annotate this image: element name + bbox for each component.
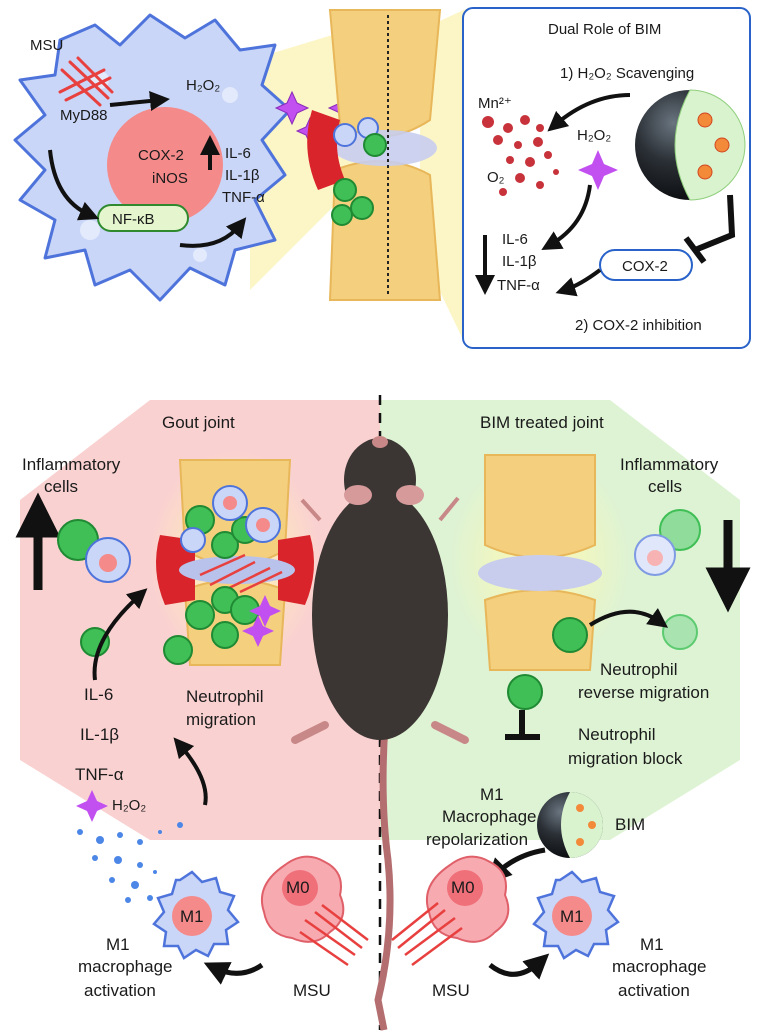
neutrophil-migration-label-1: Neutrophil [186,687,264,706]
left-il1b-label: IL-1β [80,725,119,744]
left-msu-label: MSU [293,981,331,1000]
right-activation-label-1: M1 [640,935,664,954]
right-activation-arrow [488,953,550,980]
reverse-neutrophil-faded [662,614,698,650]
left-il6-label: IL-6 [84,685,113,704]
treated-joint-illustration [450,450,630,671]
left-migrating-neutrophil [80,627,110,657]
right-m0-label: M0 [451,878,475,897]
right-m1-label: M1 [560,907,584,926]
mn-label: Mn²⁺ [478,95,512,112]
right-m1-macrophage [532,870,620,960]
right-m0-macrophage [425,855,510,943]
repol-label-1: M1 [480,785,504,804]
mouse-illustration [291,436,469,1031]
dual-role-arrows [475,93,631,297]
left-tnfa-label: TNF-α [75,765,124,784]
left-h2o2-label: H₂O₂ [112,797,146,814]
right-activation-label-3: activation [618,981,690,1000]
left-activation-label-3: activation [84,981,156,1000]
blocked-neutrophil [507,674,543,710]
bim-nanoparticle-icon [635,89,746,201]
gout-h2o2-star-icon [242,595,281,647]
gout-joint-title: Gout joint [162,413,235,432]
cox2-box [599,249,693,281]
right-inflammatory-label-1: Inflammatory [620,455,719,474]
neutrophil-migration-label-2: migration [186,710,256,729]
left-activation-label-1: M1 [106,935,130,954]
dual-cox2-label: COX-2 [622,258,668,275]
repol-label-3: repolarization [426,830,528,849]
migration-block-bar [505,710,540,740]
reverse-migration-arrow [588,608,669,628]
dual-h2o2-star-icon [578,150,618,190]
left-inflammatory-label-2: cells [44,477,78,496]
right-msu-crystals-icon [391,902,463,967]
left-m1-label: M1 [180,907,204,926]
myd88-label: MyD88 [60,107,108,124]
inhibition-step-label: 2) COX-2 inhibition [575,317,702,334]
right-inflammatory-label-2: cells [648,477,682,496]
reverse-label-2: reverse migration [578,683,709,702]
top-msu-label: MSU [30,37,63,54]
nfkb-label: NF-κB [112,211,155,228]
right-activation-label-2: macrophage [612,957,707,976]
tnfa-label: TNF-α [222,189,265,206]
left-m0-macrophage [260,855,345,943]
block-label-2: migration block [568,749,683,768]
il1b-label: IL-1β [225,167,260,184]
cox2-label: COX-2 [138,147,184,164]
left-m0-label: M0 [286,878,310,897]
top-h2o2-label: H₂O₂ [186,77,220,94]
reverse-label-1: Neutrophil [600,660,678,679]
gout-neutrophils [163,505,260,665]
top-nucleus [107,107,223,223]
bottom-bim-nanoparticle-icon [537,792,603,858]
top-left-arrows [48,91,247,248]
h2o2-dots [77,822,183,903]
reverse-neutrophil [552,617,588,653]
block-label-1: Neutrophil [578,725,656,744]
il6-label: IL-6 [225,145,251,162]
bim-label: BIM [615,815,645,834]
msu-crystals-icon [58,56,114,107]
left-h2o2-star-icon [76,790,108,822]
mn-ions [482,115,559,196]
scavenging-step-label: 1) H₂O₂ Scavenging [560,65,694,82]
cox2-inhibition-bar [683,194,736,264]
treated-joint-title: BIM treated joint [480,413,604,432]
dual-role-title: Dual Role of BIM [548,21,661,38]
left-activation-arrow [203,962,264,985]
left-activation-label-2: macrophage [78,957,173,976]
dual-h2o2-label: H₂O₂ [577,127,611,144]
h2o2-arrow-up [173,737,208,806]
left-msu-crystals-icon [299,904,369,967]
right-msu-label: MSU [432,981,470,1000]
top-macrophage [13,13,292,302]
dual-tnfa-label: TNF-α [497,277,540,294]
left-m1-macrophage [152,870,240,960]
dual-il6-label: IL-6 [502,231,528,248]
top-knee-joint [307,9,442,301]
dual-il1b-label: IL-1β [502,253,537,270]
inos-label: iNOS [152,170,188,187]
repol-label-2: Macrophage [442,807,537,826]
right-neutrophil [659,509,701,551]
left-inflammatory-label-1: Inflammatory [22,455,121,474]
gout-msu-crystals-icon [199,553,283,594]
cytokine-arrow-up [92,588,148,681]
o2-label: O₂ [487,169,505,186]
